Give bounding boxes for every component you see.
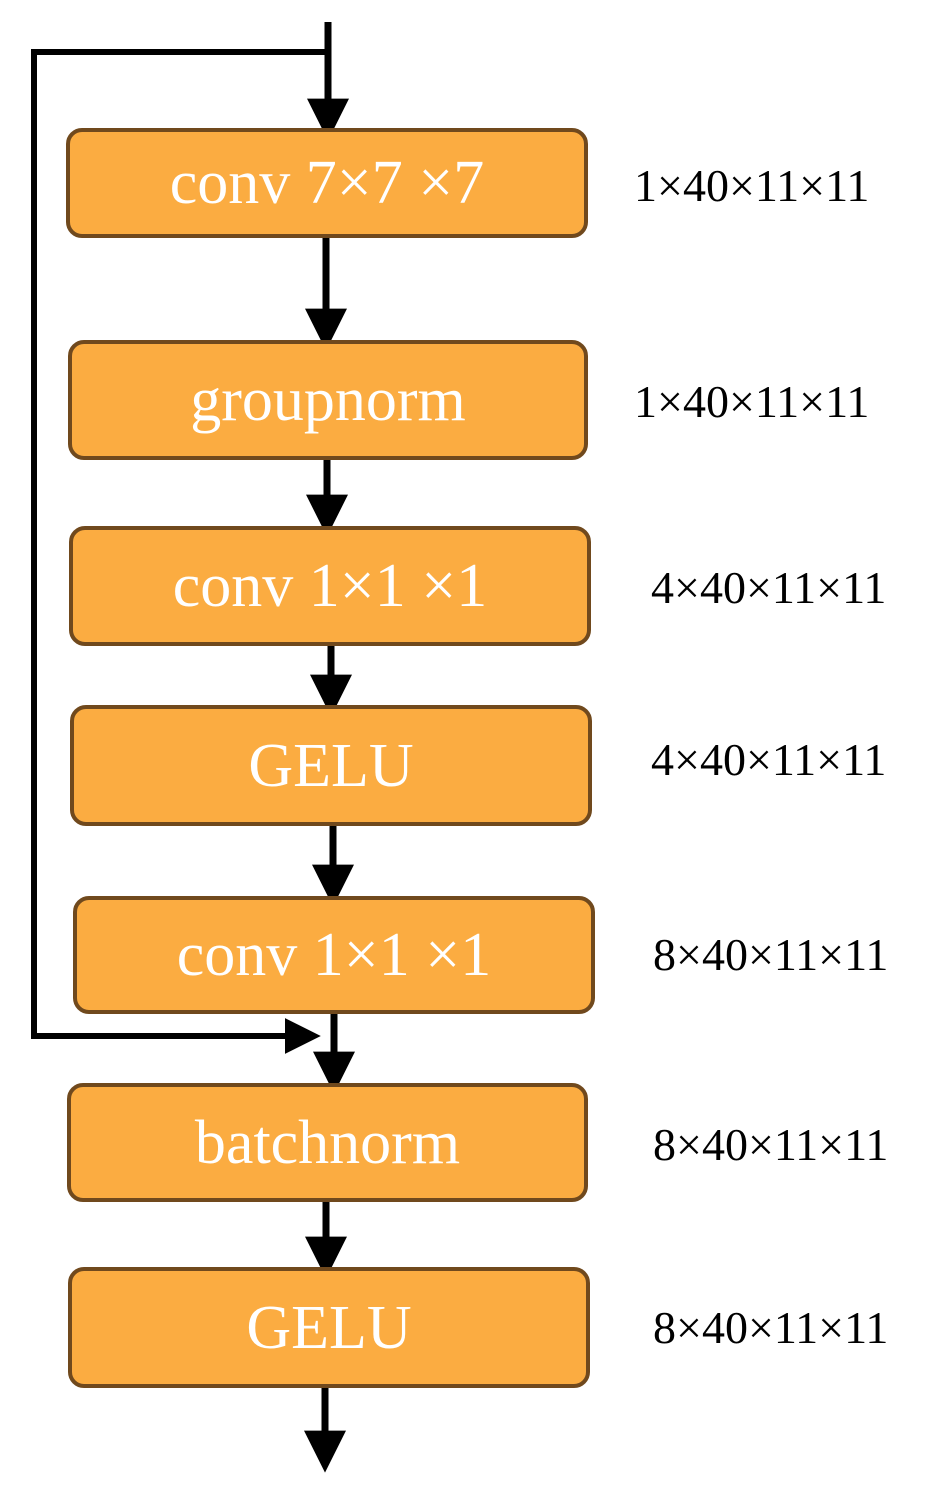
conv1x1x1-block-1: conv 1×1 ×1 xyxy=(69,526,591,646)
output-shape-label-2: 1×40×11×11 xyxy=(634,376,870,427)
output-shape-label-3: 4×40×11×11 xyxy=(651,562,887,613)
gelu-block-2: GELU xyxy=(68,1267,590,1388)
output-shape-label-4: 4×40×11×11 xyxy=(651,734,887,785)
groupnorm-block: groupnorm xyxy=(68,340,588,460)
batchnorm-block: batchnorm xyxy=(67,1083,588,1202)
conv7x7x7-block: conv 7×7 ×7 xyxy=(66,128,588,238)
gelu-block-1: GELU xyxy=(70,705,592,826)
output-shape-label-7: 8×40×11×11 xyxy=(653,1302,889,1353)
conv1x1x1-block-2: conv 1×1 ×1 xyxy=(73,896,595,1014)
output-shape-label-6: 8×40×11×11 xyxy=(653,1119,889,1170)
output-shape-label-5: 8×40×11×11 xyxy=(653,929,889,980)
skip-connection-line xyxy=(31,49,328,1054)
output-shape-label-1: 1×40×11×11 xyxy=(634,160,870,211)
